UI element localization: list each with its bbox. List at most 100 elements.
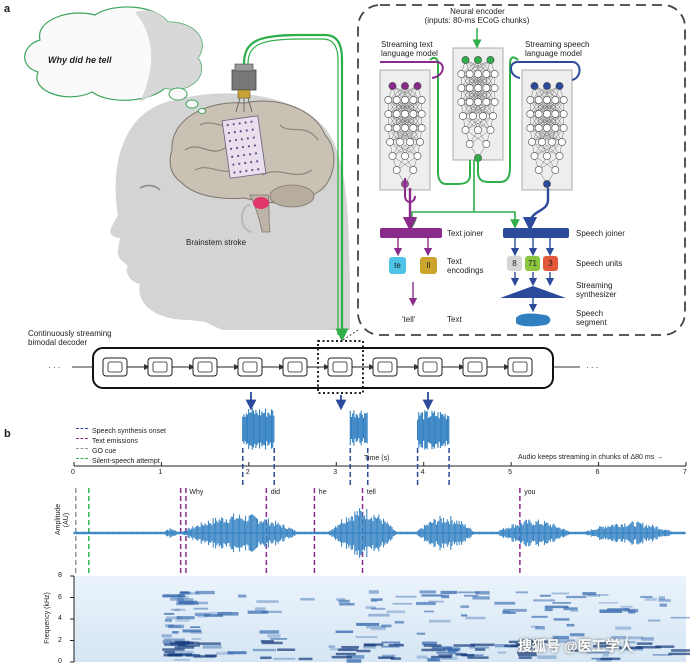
neural-encoder-node <box>474 98 482 106</box>
speech-lm-node <box>548 138 556 146</box>
synthesizer-shape <box>500 286 566 298</box>
text-encodings-label-1: Text <box>447 257 462 266</box>
text-lm-node <box>406 138 414 146</box>
speech-lm-node <box>543 180 551 188</box>
panel-b-letter: b <box>4 428 11 440</box>
word-label: Why <box>189 489 204 496</box>
speech-lm-node <box>551 110 560 118</box>
ellipsis-left: · · · <box>48 363 61 372</box>
legend-item: Silent-speech attempt <box>76 450 160 468</box>
synthesizer-label-2: synthesizer <box>576 290 617 299</box>
text-output: 'tell' <box>402 315 416 324</box>
frequency-label: Frequency (kHz) <box>44 592 51 644</box>
text-lm-node <box>409 110 418 118</box>
amplitude-label-1: Amplitude <box>55 503 62 535</box>
neural-encoder-node <box>489 112 497 120</box>
speech-segment-label-1: Speech <box>576 309 604 318</box>
streaming-decoder-bar <box>92 347 554 389</box>
text-lm-node <box>413 152 422 160</box>
neural-encoder-node <box>479 112 487 120</box>
frequency-tick-label: 8 <box>58 572 62 579</box>
legend-item: Speech synthesis onset <box>76 420 166 438</box>
decoder-label-1: Continuously streaming <box>28 329 112 338</box>
time-tick-label: 2 <box>245 469 250 476</box>
word-label: he <box>318 489 327 496</box>
frequency-tick-label: 4 <box>58 615 62 622</box>
speech-lm-node <box>551 124 560 132</box>
text-lm-node <box>392 166 401 174</box>
text-lm-label-1: Streaming text <box>381 40 433 49</box>
speech-unit-71: 71 <box>525 256 540 271</box>
legend-label: Silent-speech attempt <box>92 458 160 465</box>
speech-lm-node <box>534 110 543 118</box>
text-lm-node <box>386 138 394 146</box>
speech-lm-node <box>538 138 546 146</box>
text-lm-node <box>388 152 397 160</box>
speech-units-label: Speech units <box>576 259 623 268</box>
speech-lm-node <box>543 152 551 160</box>
speech-lm-node <box>551 96 560 104</box>
text-token-ll: ll <box>420 257 437 274</box>
neural-encoder-node <box>474 126 482 134</box>
legend-item: Text emissions <box>76 430 138 448</box>
speech-lm-node <box>543 124 551 132</box>
legend-item: GO cue <box>76 440 116 458</box>
speech-lm-node <box>543 110 551 118</box>
speech-lm-node <box>530 152 539 160</box>
decoder-cell <box>417 357 443 377</box>
neural-encoder-node <box>457 98 466 106</box>
connector <box>231 69 257 91</box>
speech-segment-label-2: segment <box>576 318 607 327</box>
neural-encoder-node <box>482 84 491 92</box>
decoder-cell <box>327 357 353 377</box>
legend-swatch <box>76 448 88 450</box>
text-lm-node <box>401 152 409 160</box>
neural-encoder-node <box>457 70 466 78</box>
speech-joiner-label: Speech joiner <box>576 229 625 238</box>
neural-encoder-node <box>482 70 491 78</box>
speech-lm-label-2: language model <box>525 49 582 58</box>
legend-swatch <box>76 438 88 440</box>
streaming-note: Audio keeps streaming in chunks of Δ80 m… <box>518 454 664 461</box>
time-tick-label: 0 <box>71 469 75 476</box>
neural-encoder-node <box>482 140 491 148</box>
text-token-te: te <box>389 257 406 274</box>
neural-encoder-node <box>459 112 467 120</box>
decoder-cell <box>462 357 488 377</box>
speech-lm-node <box>534 166 543 174</box>
legend-label: Text emissions <box>92 438 138 445</box>
text-lm-node <box>409 96 418 104</box>
speech-lm-node <box>543 96 551 104</box>
neural-encoder-title: Neural encoder <box>450 7 505 16</box>
synthesized-speech-burst <box>242 408 275 450</box>
neural-encoder-node <box>490 70 499 78</box>
time-tick-label: 7 <box>683 469 687 476</box>
speech-unit-8: 8 <box>507 256 522 271</box>
decoder-cell <box>282 357 308 377</box>
speech-lm-node <box>528 138 536 146</box>
speech-lm-node <box>551 166 560 174</box>
neural-encoder-node <box>490 98 499 106</box>
text-lm-label-2: language model <box>381 49 438 58</box>
audio-waveform <box>73 508 686 558</box>
thought-text: Why did he tell <box>48 55 112 65</box>
neural-encoder-node <box>465 140 474 148</box>
neural-encoder-node <box>469 112 477 120</box>
decoder-cell <box>507 357 533 377</box>
synthesized-speech-burst <box>417 410 450 450</box>
speech-lm-node <box>534 96 543 104</box>
speech-lm-node <box>530 82 539 90</box>
text-lm-node <box>417 110 426 118</box>
text-encodings-label-2: encodings <box>447 266 484 275</box>
signal-cable <box>242 33 349 342</box>
text-lm-node <box>401 110 409 118</box>
text-lm-node <box>388 82 397 90</box>
text-lm-node <box>413 82 422 90</box>
speech-lm-node <box>559 124 568 132</box>
neural-encoder-node <box>465 70 474 78</box>
speech-lm-label-1: Streaming speech <box>525 40 590 49</box>
decoder-label-2: bimodal decoder <box>28 338 88 347</box>
speech-lm-node <box>526 96 535 104</box>
ellipsis-right: · · · <box>586 363 599 372</box>
speech-unit-3: 3 <box>543 256 558 271</box>
